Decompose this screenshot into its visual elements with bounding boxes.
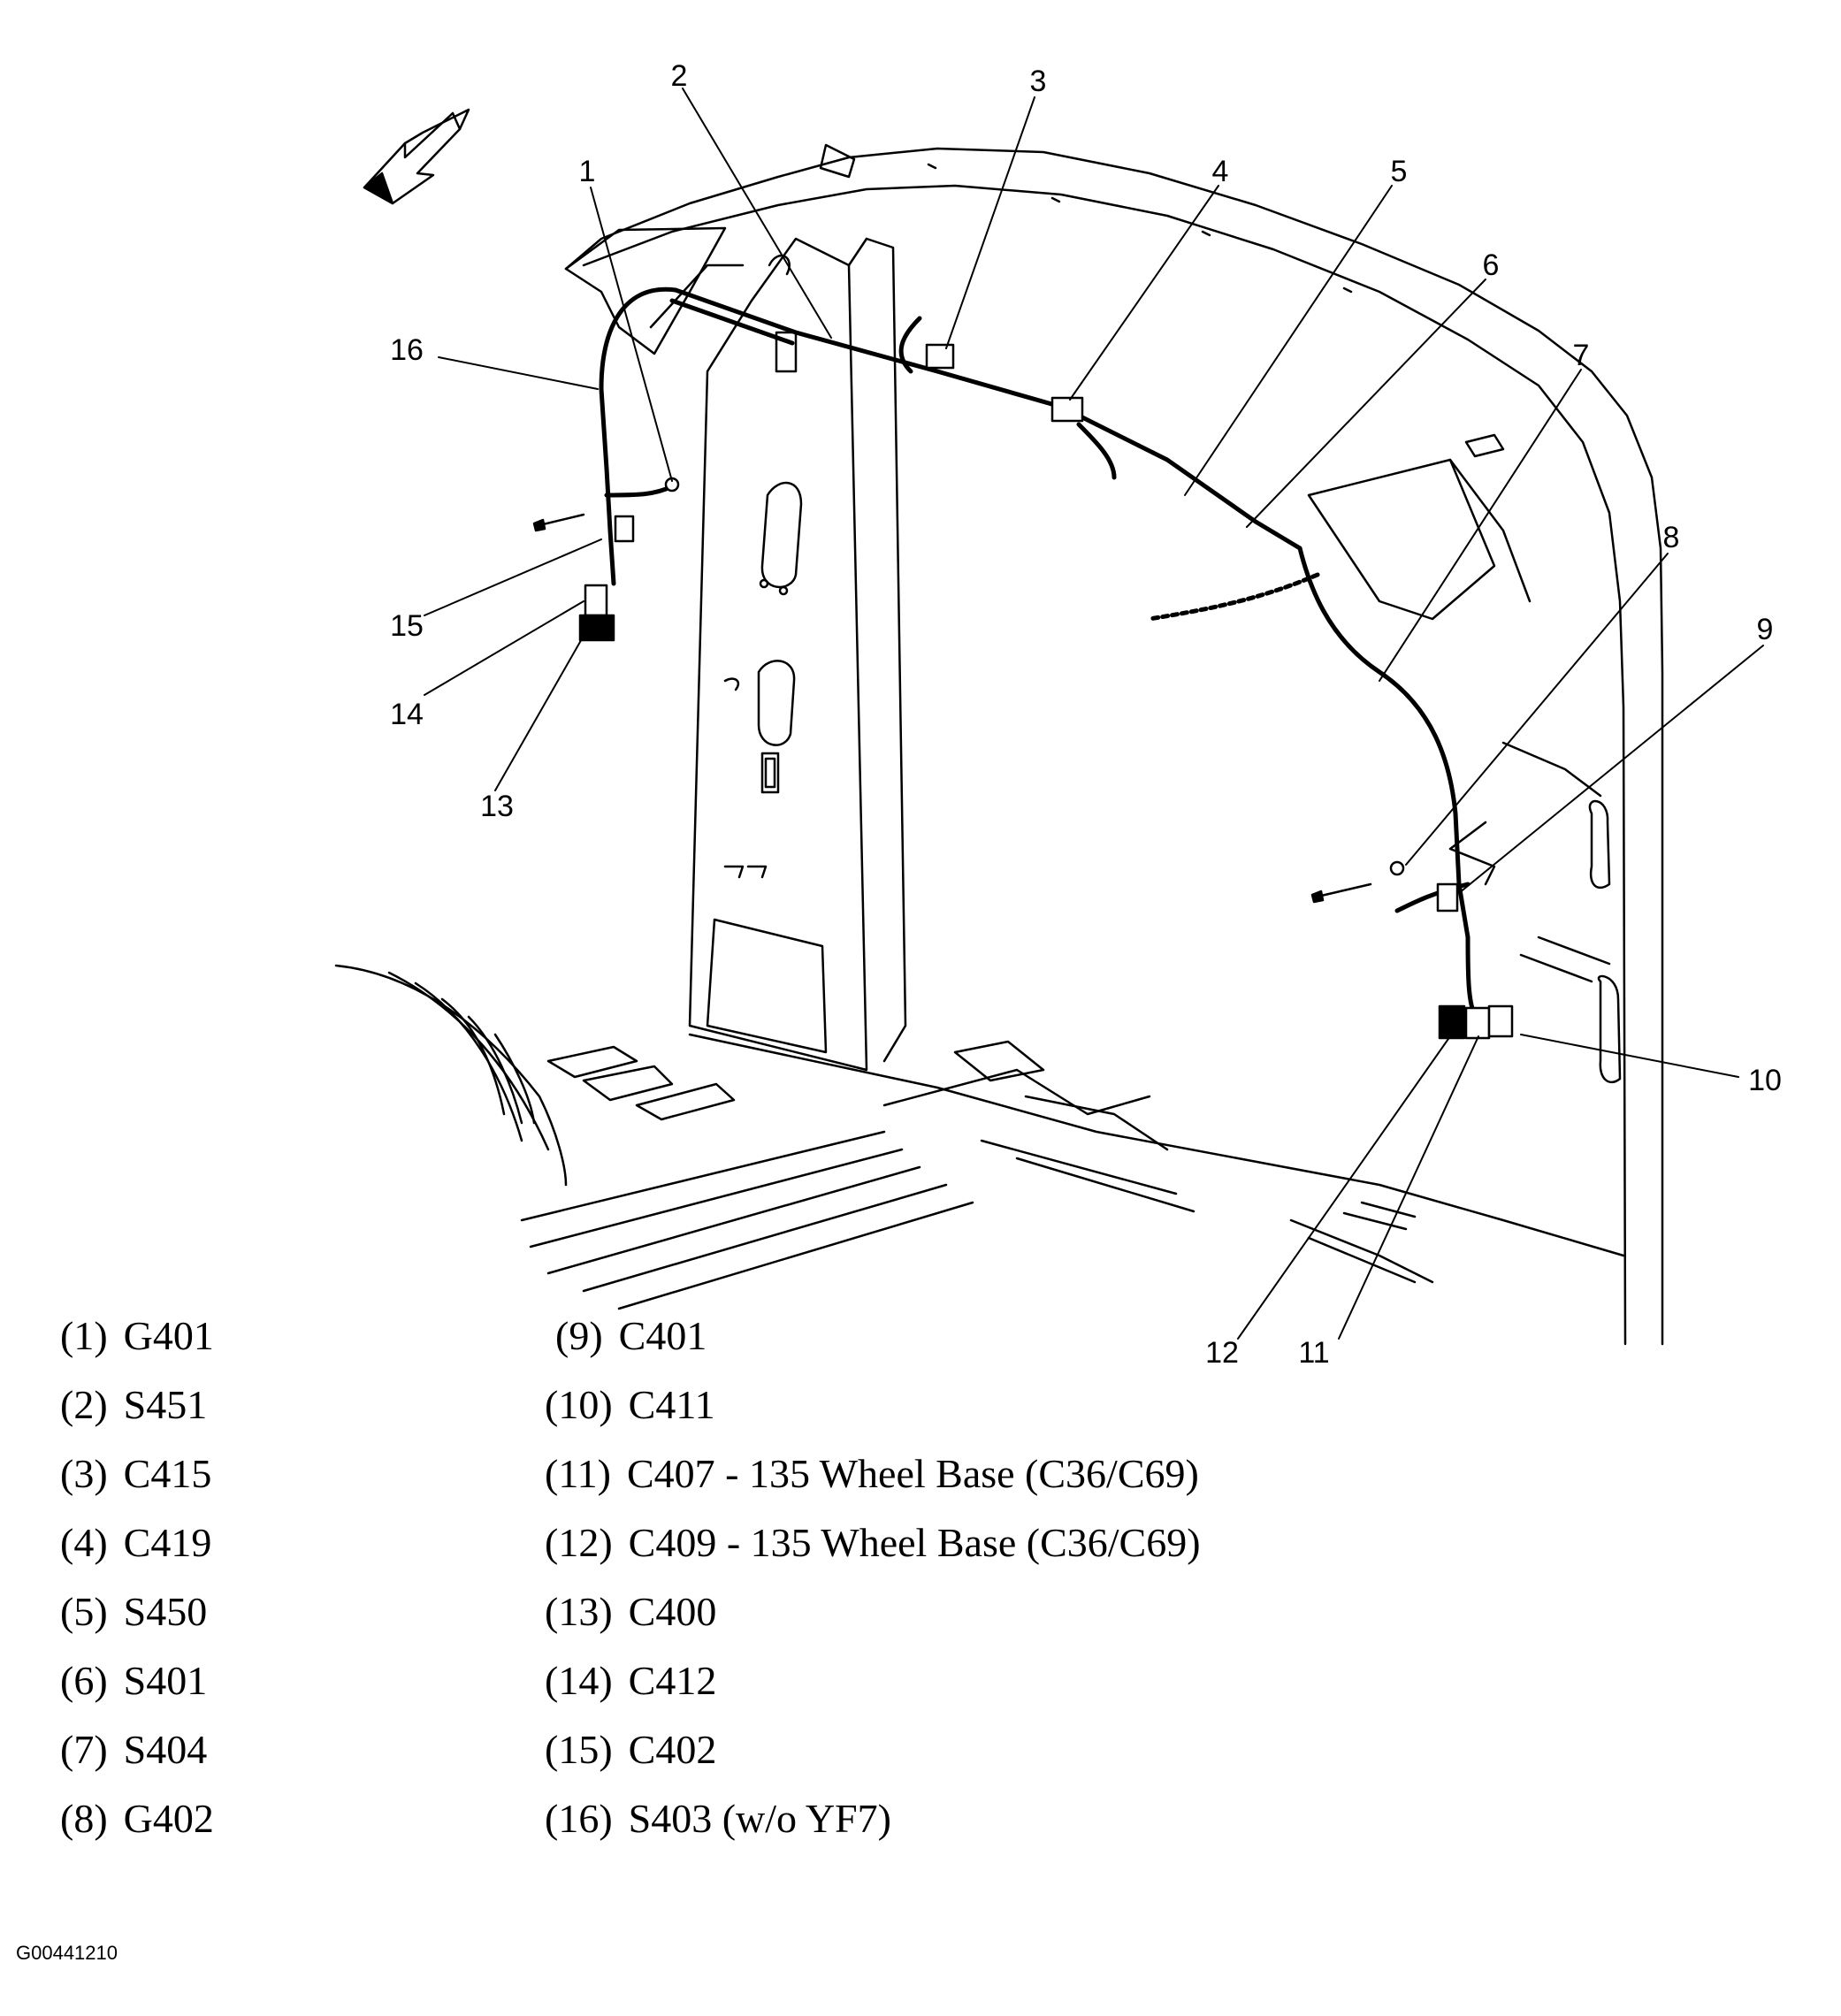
legend-code: S401 xyxy=(123,1658,208,1703)
legend-entry-6: (6) S401 xyxy=(60,1661,207,1701)
callout-leader-lines xyxy=(424,88,1764,1340)
legend-entry-8: (8) G402 xyxy=(60,1798,214,1839)
callout-8: 8 xyxy=(1662,521,1680,554)
legend-entry-3: (3) C415 xyxy=(60,1454,211,1494)
callout-2: 2 xyxy=(670,59,688,93)
legend-code: S451 xyxy=(123,1382,208,1427)
legend-entry-15: (15) C402 xyxy=(545,1730,716,1770)
callout-7: 7 xyxy=(1572,339,1590,372)
callout-4: 4 xyxy=(1211,155,1229,188)
figure-id: G00441210 xyxy=(16,1942,118,1964)
callout-9: 9 xyxy=(1756,613,1774,646)
legend-number: (2) xyxy=(60,1382,108,1427)
legend-entry-13: (13) C400 xyxy=(545,1592,716,1632)
callout-5: 5 xyxy=(1390,155,1408,188)
callout-6: 6 xyxy=(1482,248,1500,282)
legend-number: (1) xyxy=(60,1313,108,1358)
legend-code: S404 xyxy=(123,1727,208,1772)
cab-floor xyxy=(334,964,1625,1310)
legend-number: (16) xyxy=(545,1796,613,1841)
legend-entry-4: (4) C419 xyxy=(60,1523,211,1563)
callout-11: 11 xyxy=(1298,1336,1330,1370)
callout-13: 13 xyxy=(480,790,514,823)
legend-entry-10: (10) C411 xyxy=(545,1385,715,1425)
legend-code: C411 xyxy=(628,1382,715,1427)
wiring-harness xyxy=(599,286,1479,1019)
callout-15: 15 xyxy=(390,609,424,643)
legend-number: (13) xyxy=(545,1589,613,1634)
callout-14: 14 xyxy=(390,698,424,731)
legend-entry-5: (5) S450 xyxy=(60,1592,207,1632)
legend-code: C415 xyxy=(123,1451,212,1496)
callout-1: 1 xyxy=(578,155,596,188)
callout-10: 10 xyxy=(1748,1064,1782,1097)
legend-code: C412 xyxy=(628,1658,717,1703)
legend-entry-16: (16) S403 (w/o YF7) xyxy=(545,1798,891,1839)
legend-number: (6) xyxy=(60,1658,108,1703)
legend-number: (12) xyxy=(545,1520,613,1565)
legend-entry-1: (1) G401 xyxy=(60,1316,214,1356)
legend-code: S450 xyxy=(123,1589,208,1634)
legend-number: (9) xyxy=(555,1313,603,1358)
legend-code: C409 - 135 Wheel Base (C36/C69) xyxy=(628,1520,1201,1565)
legend-number: (14) xyxy=(545,1658,613,1703)
legend-number: (7) xyxy=(60,1727,108,1772)
legend-number: (8) xyxy=(60,1796,108,1841)
legend-number: (10) xyxy=(545,1382,613,1427)
legend-code: C401 xyxy=(618,1313,707,1358)
legend-code: C402 xyxy=(628,1727,717,1772)
legend-entry-11: (11) C407 - 135 Wheel Base (C36/C69) xyxy=(545,1454,1199,1494)
connectors xyxy=(532,343,1514,1040)
legend-code: S403 (w/o YF7) xyxy=(628,1796,891,1841)
callout-16: 16 xyxy=(390,333,424,367)
legend-code: C419 xyxy=(123,1520,212,1565)
legend-code: C407 - 135 Wheel Base (C36/C69) xyxy=(626,1451,1199,1496)
right-side-wall xyxy=(1307,458,1622,1084)
legend-number: (5) xyxy=(60,1589,108,1634)
legend-entry-12: (12) C409 - 135 Wheel Base (C36/C69) xyxy=(545,1523,1201,1563)
legend-code: G402 xyxy=(123,1796,214,1841)
legend-entry-14: (14) C412 xyxy=(545,1661,716,1701)
legend-entry-9: (9) C401 xyxy=(555,1316,707,1356)
legend-code: G401 xyxy=(123,1313,214,1358)
legend-entry-2: (2) S451 xyxy=(60,1385,207,1425)
legend-number: (4) xyxy=(60,1520,108,1565)
left-pillar xyxy=(564,226,907,1072)
vehicle-cab-line-art xyxy=(334,88,1764,1346)
legend-entry-7: (7) S404 xyxy=(60,1730,207,1770)
front-direction-arrow-icon xyxy=(363,108,470,205)
legend-number: (11) xyxy=(545,1451,611,1496)
callout-12: 12 xyxy=(1205,1336,1239,1370)
callout-3: 3 xyxy=(1029,65,1047,98)
legend-code: C400 xyxy=(628,1589,717,1634)
legend-number: (3) xyxy=(60,1451,108,1496)
legend-number: (15) xyxy=(545,1727,613,1772)
cab-roof-outline xyxy=(564,143,1664,1346)
